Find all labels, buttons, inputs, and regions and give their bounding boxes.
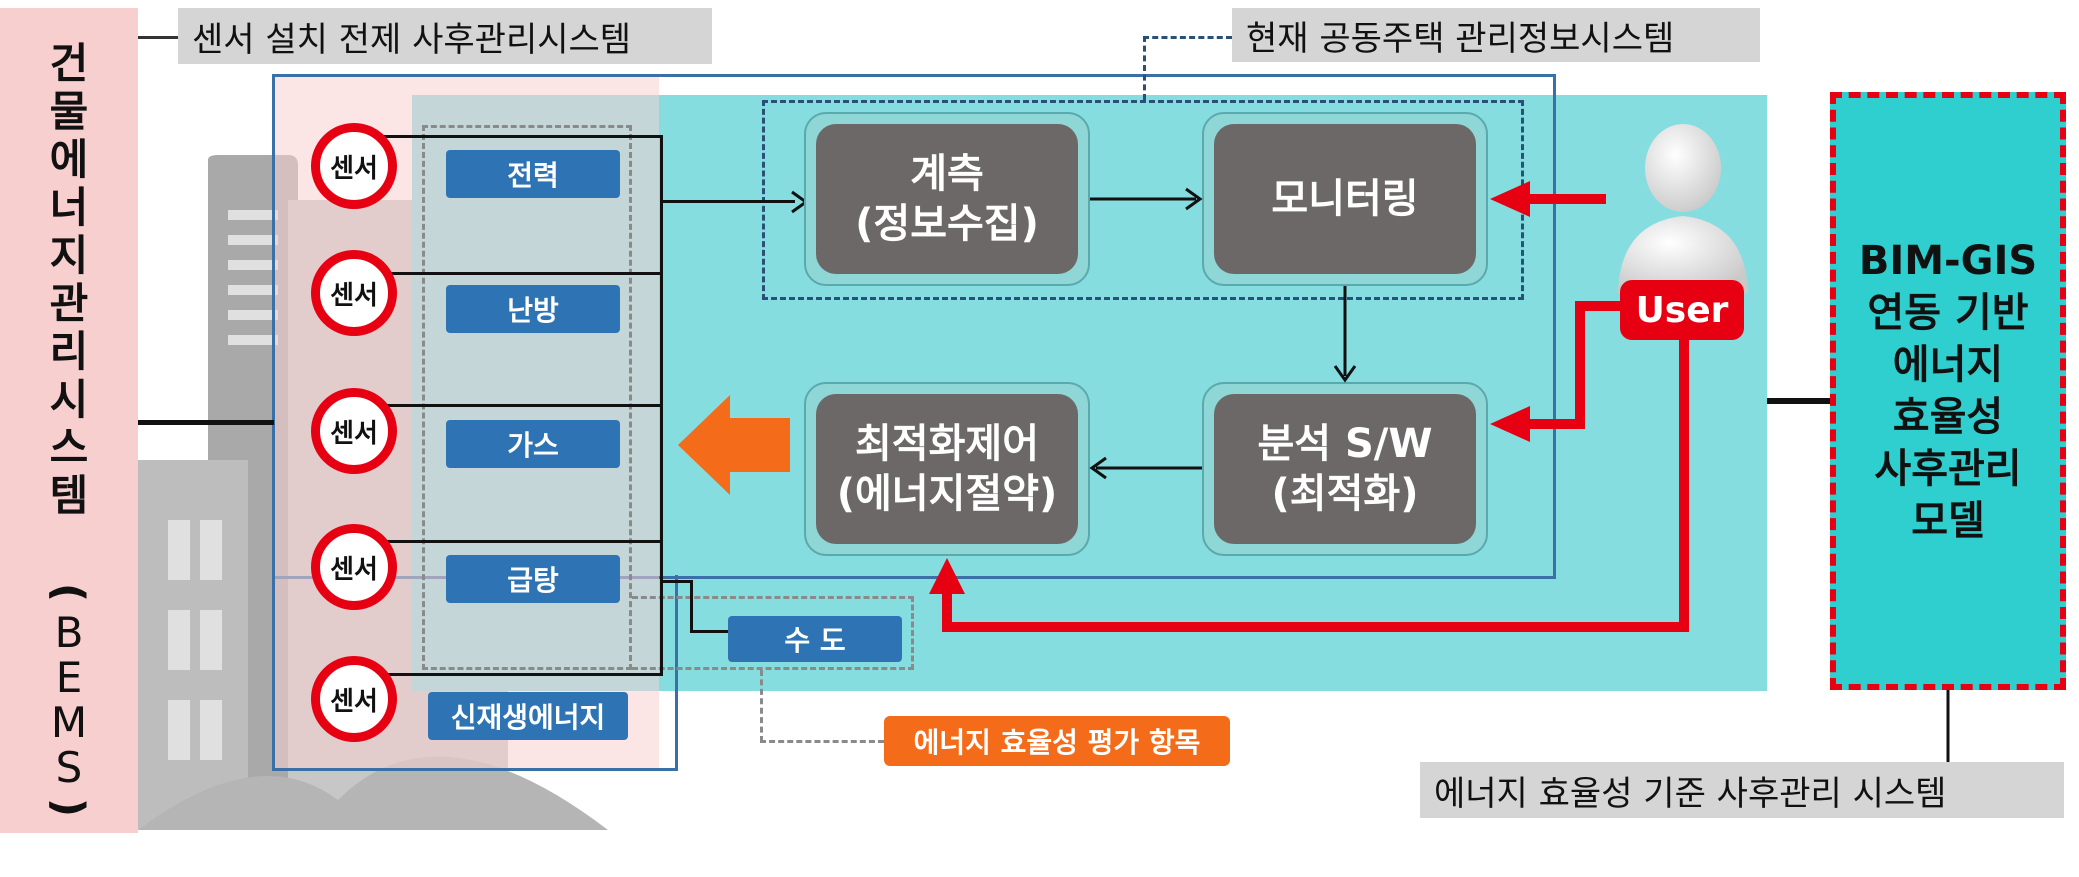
bems-char: 물 bbox=[49, 87, 89, 136]
bim-line: 사후관리 bbox=[1874, 446, 2022, 492]
control-box: 최적화제어 (에너지절약) bbox=[816, 394, 1078, 544]
current-system-label: 현재 공동주택 관리정보시스템 bbox=[1232, 8, 1760, 62]
sensor-bus bbox=[660, 135, 663, 676]
sensor-icon: 센서 bbox=[311, 123, 397, 209]
monitor-box-frame: 모니터링 bbox=[1202, 112, 1488, 286]
bems-char: B bbox=[54, 608, 84, 657]
sensor-icon: 센서 bbox=[311, 388, 397, 474]
sensor-premise-label: 센서 설치 전제 사후관리시스템 bbox=[178, 8, 712, 64]
user-badge: User bbox=[1620, 280, 1744, 340]
measure-title: 계측 bbox=[910, 151, 984, 197]
bim-gis-model-box: BIM-GIS 연동 기반 에너지 효율성 사후관리 모델 bbox=[1830, 92, 2066, 690]
sensor-line bbox=[352, 135, 662, 138]
bus-to-measure-line bbox=[660, 200, 795, 203]
bems-char: 지 bbox=[49, 231, 89, 280]
water-line bbox=[690, 580, 693, 632]
sensor-icon: 센서 bbox=[311, 656, 397, 742]
category-heating: 난방 bbox=[446, 285, 620, 333]
bems-char: 너 bbox=[49, 183, 89, 232]
bim-line: 에너지 bbox=[1892, 342, 2004, 388]
sensor-line bbox=[352, 272, 662, 275]
sensor-system-frame bbox=[272, 74, 1556, 579]
measure-box-frame: 계측 (정보수집) bbox=[804, 112, 1090, 286]
efficiency-standard-label: 에너지 효율성 기준 사후관리 시스템 bbox=[1420, 762, 2064, 818]
analysis-box-frame: 분석 S/W (최적화) bbox=[1202, 382, 1488, 556]
bim-line: BIM-GIS bbox=[1858, 238, 2038, 284]
category-water: 수 도 bbox=[728, 616, 902, 662]
bems-char: 건 bbox=[49, 39, 89, 88]
bems-char: 관 bbox=[49, 279, 89, 328]
sensor-icon: 센서 bbox=[311, 524, 397, 610]
analysis-title: 분석 S/W bbox=[1257, 421, 1433, 467]
control-title: 최적화제어 bbox=[855, 421, 1039, 467]
bems-char: S bbox=[55, 743, 83, 792]
measure-box: 계측 (정보수집) bbox=[816, 124, 1078, 274]
analysis-box: 분석 S/W (최적화) bbox=[1214, 394, 1476, 544]
bems-connector bbox=[138, 420, 274, 425]
eval-dashed-connector bbox=[760, 740, 884, 743]
sensor-line bbox=[352, 404, 662, 407]
category-gas: 가스 bbox=[446, 420, 620, 468]
bems-char: E bbox=[55, 653, 83, 702]
water-dashed-box bbox=[632, 596, 914, 670]
category-hot-water: 급탕 bbox=[446, 555, 620, 603]
bems-bar: 건 물 에 너 지 관 리 시 스 템 ( B E M S ) bbox=[0, 8, 138, 833]
bems-char: 에 bbox=[49, 135, 89, 184]
water-line bbox=[690, 630, 730, 633]
sensor-line bbox=[352, 673, 662, 676]
categories-dashed-box bbox=[422, 125, 632, 670]
sensor-icon: 센서 bbox=[311, 250, 397, 336]
evaluation-items-label: 에너지 효율성 평가 항목 bbox=[884, 716, 1230, 766]
process-arrows bbox=[678, 181, 1950, 762]
sensor-system-frame-lower bbox=[272, 575, 678, 771]
control-subtitle: (에너지절약) bbox=[836, 471, 1058, 517]
water-line bbox=[660, 580, 692, 583]
measure-subtitle: (정보수집) bbox=[855, 201, 1039, 247]
connector-line bbox=[138, 36, 178, 39]
dashed-connector bbox=[1143, 36, 1232, 39]
analysis-subtitle: (최적화) bbox=[1271, 471, 1419, 517]
user-icon bbox=[1618, 124, 1748, 293]
bim-line: 모델 bbox=[1911, 498, 1985, 544]
bems-char: 리 bbox=[49, 327, 89, 376]
dashed-connector bbox=[1143, 36, 1146, 100]
bems-char: 시 bbox=[49, 375, 89, 424]
bems-char: 템 bbox=[49, 471, 89, 520]
bim-line: 효율성 bbox=[1892, 394, 2004, 440]
category-electricity: 전력 bbox=[446, 150, 620, 198]
control-box-frame: 최적화제어 (에너지절약) bbox=[804, 382, 1090, 556]
category-renewable: 신재생에너지 bbox=[428, 692, 628, 740]
bim-line: 연동 기반 bbox=[1867, 290, 2029, 336]
monitor-box: 모니터링 bbox=[1214, 124, 1476, 274]
bems-char: 스 bbox=[49, 423, 89, 472]
bems-char: M bbox=[50, 698, 88, 747]
eval-dashed-connector bbox=[760, 670, 763, 742]
sensor-line bbox=[352, 540, 662, 543]
